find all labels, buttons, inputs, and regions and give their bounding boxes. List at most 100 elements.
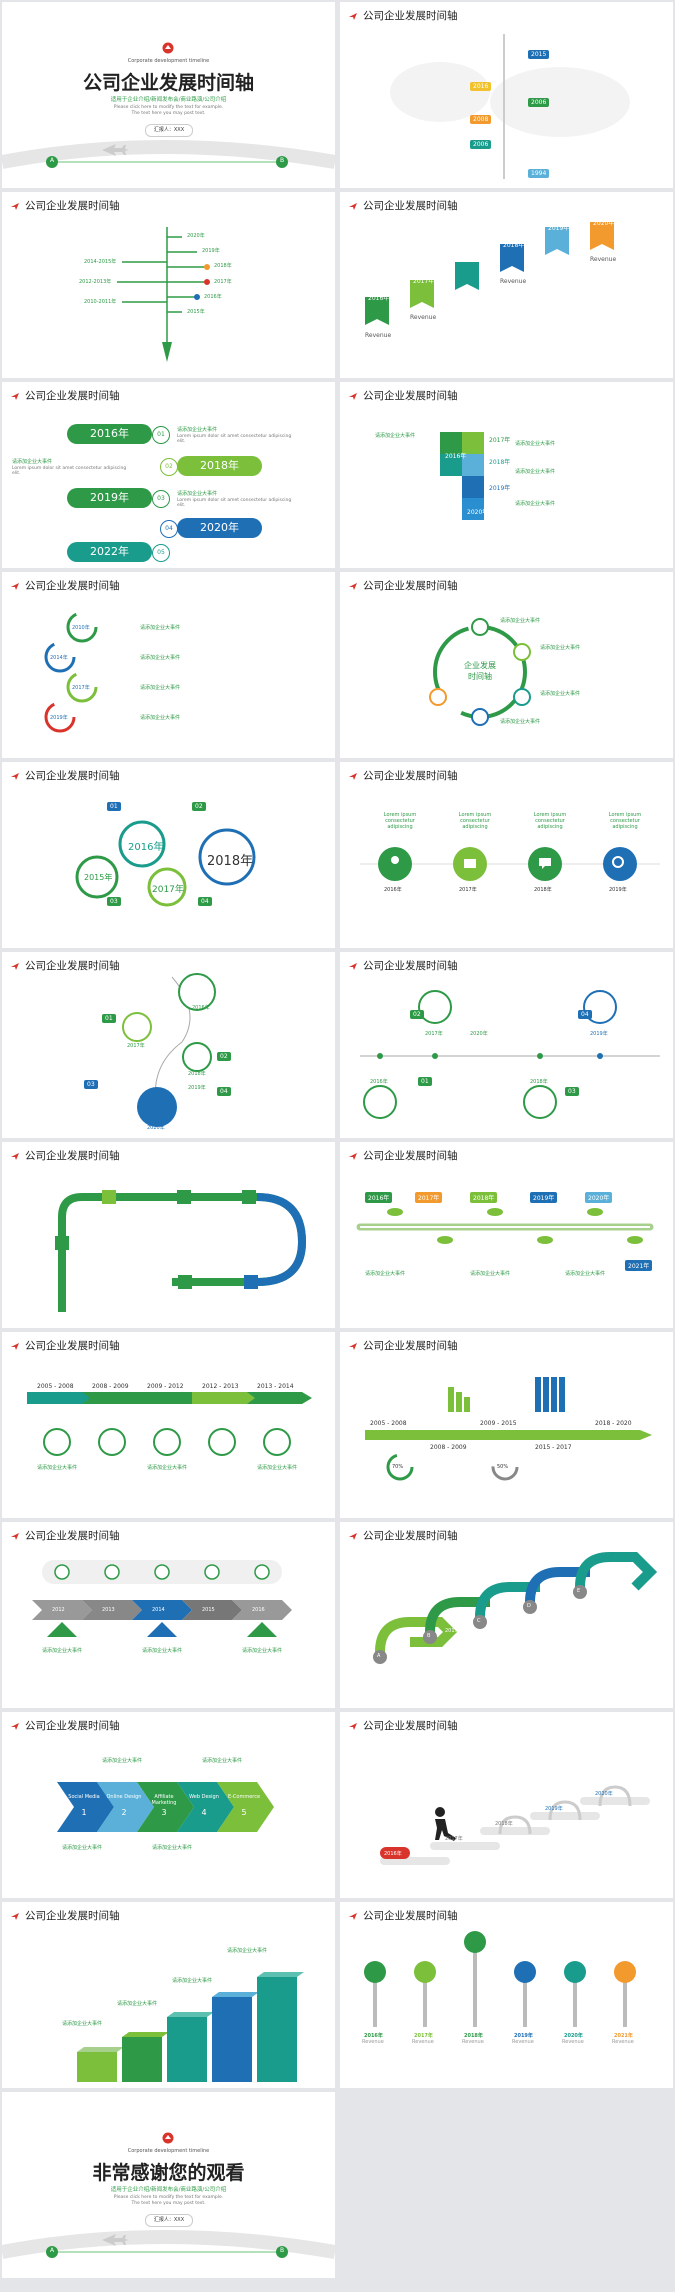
year-label: 2017年 bbox=[445, 1836, 463, 1842]
range-label: 2009 - 2012 bbox=[147, 1383, 184, 1390]
slide-rising-arrows: 公司企业发展时间轴 A B C D E 2016年 2017年 2018年 20… bbox=[340, 1522, 673, 1708]
year-label: 2018年 bbox=[207, 854, 254, 869]
bars-arrow-shape bbox=[365, 1377, 652, 1481]
plane-logo-icon bbox=[11, 1722, 19, 1730]
year-label: 2016年 bbox=[395, 1648, 413, 1654]
range-label: 2009 - 2015 bbox=[480, 1420, 517, 1427]
stage-letter: D bbox=[527, 1603, 531, 1609]
range-label: 2008 - 2009 bbox=[92, 1383, 129, 1390]
step-number: 01 bbox=[152, 426, 170, 444]
event-body: Lorem ipsum dolor sit amet consectetur a… bbox=[12, 466, 127, 477]
slide-vine: 公司企业发展时间轴 2016年 2017年 2018年 2019年 2020年 … bbox=[340, 1142, 673, 1328]
flight-path-icon bbox=[2, 140, 335, 169]
event-label: 请添加企业大事件 bbox=[540, 691, 581, 697]
slide-title: 公司企业发展时间轴 bbox=[25, 200, 120, 212]
cover-marker-a: A bbox=[49, 157, 55, 164]
slide-title: 公司企业发展时间轴 bbox=[363, 1530, 458, 1542]
year-tag: 2020年 bbox=[593, 220, 615, 227]
event-label: 请添加企业大事件 bbox=[140, 715, 181, 721]
year-label: 2019年 bbox=[202, 248, 220, 254]
revenue-caption: Revenue bbox=[412, 2039, 434, 2045]
step-number: 1 bbox=[81, 1808, 87, 1817]
slide-bars-arrow: 公司企业发展时间轴 2005 - 2008 2008 - 2009 2009 -… bbox=[340, 1332, 673, 1518]
world-map-bg-icon bbox=[390, 62, 630, 137]
slide-title: 公司企业发展时间轴 bbox=[363, 1340, 458, 1352]
slide-title: 公司企业发展时间轴 bbox=[363, 770, 458, 782]
stage-letter: A bbox=[377, 1653, 381, 1659]
year-label: 2019年 bbox=[545, 1598, 563, 1604]
icon-label: Lorem ipsum consectetur adipiscing bbox=[383, 812, 417, 830]
chevron-shape bbox=[32, 1560, 292, 1637]
slide-circuit-tree: 公司企业发展时间轴 2020年 2019年 2018年 2017年 2016年 … bbox=[2, 192, 335, 378]
revenue-caption: Revenue bbox=[512, 2039, 534, 2045]
slide-title: 公司企业发展时间轴 bbox=[25, 1340, 120, 1352]
step-number: 04 bbox=[217, 1087, 231, 1096]
slide-road-path: 公司企业发展时间轴 bbox=[2, 1142, 335, 1328]
event-label: 请添加企业大事件 bbox=[140, 685, 181, 691]
event-label: 请添加企业大事件 bbox=[500, 719, 541, 725]
year-label: 2016年 bbox=[364, 2033, 383, 2039]
bubbles bbox=[75, 820, 256, 907]
event-label: 请添加企业大事件 bbox=[12, 459, 53, 465]
plane-logo-icon bbox=[11, 962, 19, 970]
event-label: 请添加企业大事件 bbox=[140, 625, 181, 631]
year-tag: 2017年 bbox=[489, 437, 511, 444]
arrow-flags-shape bbox=[57, 1782, 274, 1832]
slide-title: 公司企业发展时间轴 bbox=[363, 1720, 458, 1732]
range-arrow-band bbox=[27, 1392, 312, 1456]
year-label: 2017年 bbox=[445, 1628, 463, 1634]
range-label: 2005 - 2008 bbox=[37, 1383, 74, 1390]
event-label: 请添加企业大事件 bbox=[515, 501, 556, 507]
vine-shape bbox=[356, 1208, 654, 1244]
slide-bubble-timeline: 公司企业发展时间轴 2015年 2016年 2017年 2018年 01 02 … bbox=[2, 762, 335, 948]
year-label: 2017年 bbox=[459, 887, 477, 893]
year-pill: 2018年 bbox=[177, 456, 262, 476]
round-icon-group bbox=[360, 847, 660, 881]
year-tag: 2019年 bbox=[548, 225, 570, 232]
cover-title: 公司企业发展时间轴 bbox=[82, 72, 254, 94]
slide-round-icons: 公司企业发展时间轴 2016年 2017年 2018年 2019年 Lorem … bbox=[340, 762, 673, 948]
year-label: 2020年 bbox=[470, 1031, 488, 1037]
year-label: 2016年 bbox=[192, 1005, 210, 1011]
icon-label: Lorem ipsum consectetur adipiscing bbox=[608, 812, 642, 830]
stage-letter: E bbox=[577, 1588, 581, 1594]
step-number: 01 bbox=[418, 1077, 432, 1086]
year-label: 2016年 bbox=[384, 1851, 402, 1857]
slide-end: Corporate development timeline 非常感谢您的观看 … bbox=[2, 2092, 335, 2278]
event-label: 请添加企业大事件 bbox=[152, 1845, 193, 1851]
plane-logo-icon bbox=[349, 1912, 357, 1920]
slide-title: 公司企业发展时间轴 bbox=[25, 580, 120, 592]
year-label: 2017年 bbox=[414, 2033, 433, 2039]
plane-logo-icon bbox=[349, 772, 357, 780]
slide-arrow-flags: 公司企业发展时间轴 Social Media 1 Online Design 2… bbox=[2, 1712, 335, 1898]
event-label: 请添加企业大事件 bbox=[37, 1465, 78, 1471]
year-label: 2019年 bbox=[609, 887, 627, 893]
step-number: 02 bbox=[160, 458, 178, 476]
step-name: Affiliate Marketing bbox=[151, 1794, 177, 1806]
plane-logo-icon bbox=[349, 1722, 357, 1730]
event-label: 请添加企业大事件 bbox=[42, 1648, 83, 1654]
event-label: 请添加企业大事件 bbox=[242, 1648, 283, 1654]
year-label: 2015年 bbox=[187, 309, 205, 315]
icon-label: Lorem ipsum consectetur adipiscing bbox=[533, 812, 567, 830]
step-number: 03 bbox=[565, 1087, 579, 1096]
event-label: 请添加企业大事件 bbox=[500, 618, 541, 624]
year-tag: 1994 bbox=[528, 169, 550, 178]
end-marker-a: A bbox=[49, 2247, 55, 2254]
year-label: 2017年 bbox=[152, 885, 184, 895]
revenue-caption: Revenue bbox=[365, 332, 392, 339]
event-label: 请添加企业大事件 bbox=[515, 469, 556, 475]
company-logo-icon bbox=[162, 2132, 174, 2144]
plane-logo-icon bbox=[349, 1342, 357, 1350]
year-tag: 2018年 bbox=[470, 1192, 498, 1203]
event-label: 请添加企业大事件 bbox=[142, 1648, 183, 1654]
year-tag: 2017年 bbox=[413, 278, 435, 285]
year-label: 2016年 bbox=[384, 887, 402, 893]
revenue-caption: Revenue bbox=[500, 278, 527, 285]
road-path-shape bbox=[55, 1190, 307, 1312]
year-label: 2018年 bbox=[214, 263, 232, 269]
slide-range-arrow: 公司企业发展时间轴 2005 - 2008 2008 - 2009 2009 -… bbox=[2, 1332, 335, 1518]
slide-cover: Corporate development timeline 公司企业发展时间轴… bbox=[2, 2, 335, 188]
revenue-caption: Revenue bbox=[410, 314, 437, 321]
slide-bookmark-steps: 公司企业发展时间轴 2016年 2017年 2018年 2019年 2020年 … bbox=[340, 192, 673, 378]
